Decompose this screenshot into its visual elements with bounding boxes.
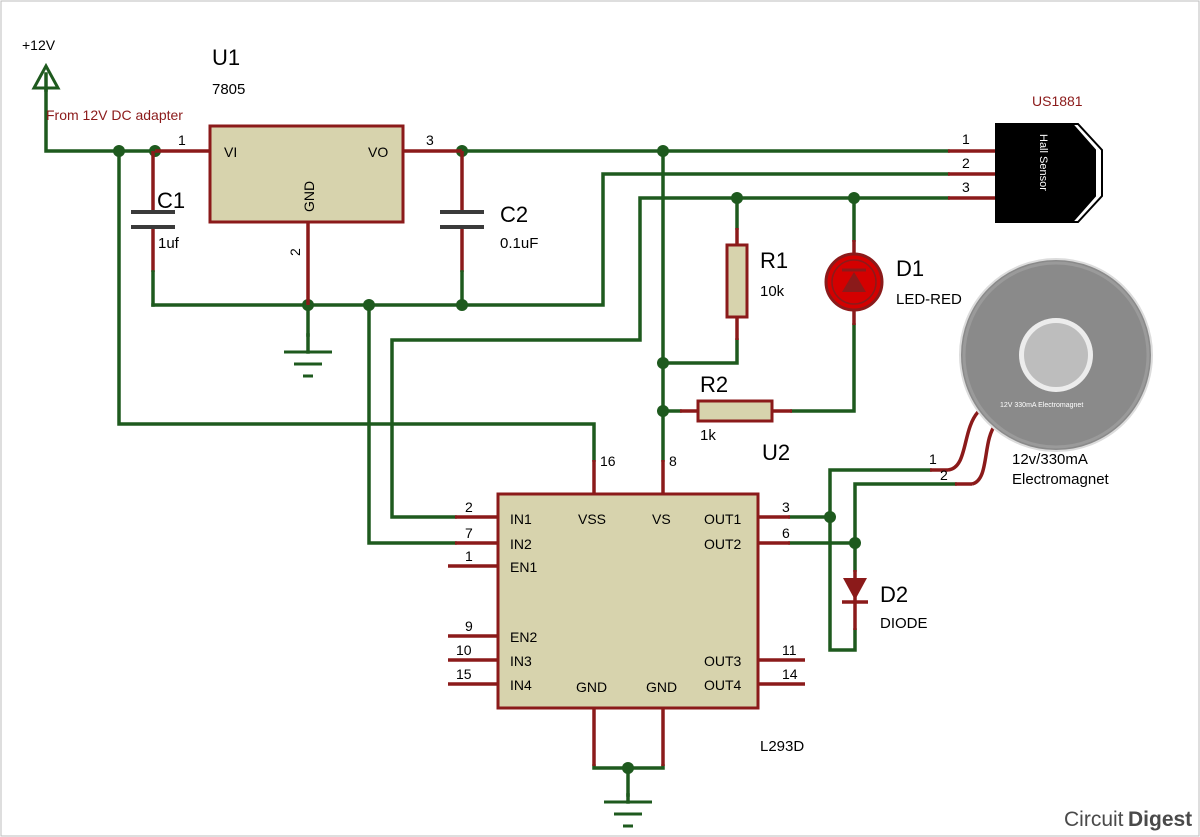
u2-pin11-num: 11 — [782, 642, 797, 658]
magnet-pin2: 2 — [940, 467, 948, 483]
u2-pin-out3: OUT3 — [704, 653, 742, 669]
circuitdigest-logo: Circuit Digest — [1064, 808, 1192, 831]
u2-pin3-num: 3 — [782, 499, 790, 515]
u1-ref: U1 — [212, 45, 240, 70]
u2-pin15-num: 15 — [456, 666, 472, 682]
sensor-pin3: 3 — [962, 179, 970, 195]
ground-icon — [284, 333, 332, 378]
c2-ref: C2 — [500, 202, 528, 227]
capacitor-c1: C1 1uf — [131, 151, 185, 307]
motor-driver-u2: U2 L293D VSS VS 16 8 IN1 IN2 EN1 EN2 IN3… — [448, 440, 805, 766]
sensor-ref: US1881 — [1032, 93, 1083, 109]
u1-pin-vo: VO — [368, 144, 388, 160]
d2-value: DIODE — [880, 615, 928, 632]
resistor-r1: R1 10k — [725, 228, 788, 340]
u1-pin2-num: 2 — [287, 248, 303, 256]
u2-pin8-num: 8 — [669, 453, 677, 469]
sensor-pin1: 1 — [962, 131, 970, 147]
u1-pin-gnd: GND — [301, 181, 317, 212]
electromagnet-inner-label: 12V 330mA Electromagnet — [1000, 402, 1083, 409]
brand-part2: Digest — [1128, 808, 1192, 831]
u2-pin-en1: EN1 — [510, 559, 537, 575]
u2-pin-en2: EN2 — [510, 629, 537, 645]
d1-value: LED-RED — [896, 291, 962, 308]
u2-pin9-num: 9 — [465, 618, 473, 634]
u1-pin-vi: VI — [224, 144, 237, 160]
d2-ref: D2 — [880, 582, 908, 607]
r2-ref: R2 — [700, 372, 728, 397]
u2-pin6-num: 6 — [782, 525, 790, 541]
u2-pin-in1: IN1 — [510, 511, 532, 527]
c1-value: 1uf — [158, 235, 180, 252]
r2-value: 1k — [700, 427, 716, 444]
u2-ref: U2 — [762, 440, 790, 465]
resistor-r2: R2 1k — [680, 372, 792, 444]
u2-pin-in3: IN3 — [510, 653, 532, 669]
u2-pin7-num: 7 — [465, 525, 473, 541]
magnet-caption-1: 12v/330mA — [1012, 451, 1088, 468]
junction-dots — [113, 145, 861, 774]
capacitor-c2: C2 0.1uF — [440, 151, 538, 307]
power-terminal: +12V From 12V DC adapter — [22, 37, 183, 123]
u2-pin2-num: 2 — [465, 499, 473, 515]
ground-icon — [604, 793, 652, 828]
u2-value: L293D — [760, 738, 804, 755]
led-d1: D1 LED-RED — [824, 240, 962, 325]
power-note: From 12V DC adapter — [46, 107, 183, 123]
magnet-caption-2: Electromagnet — [1012, 471, 1110, 488]
hall-sensor-us1881: Hall Sensor US1881 1 2 3 — [948, 93, 1103, 223]
u2-pin-out1: OUT1 — [704, 511, 742, 527]
brand-part1: Circuit — [1064, 808, 1124, 831]
diode-d2: D2 DIODE — [842, 570, 928, 632]
u2-pin-in2: IN2 — [510, 536, 532, 552]
power-label: +12V — [22, 37, 56, 53]
c1-ref: C1 — [157, 188, 185, 213]
u2-pin16-num: 16 — [600, 453, 616, 469]
r1-ref: R1 — [760, 248, 788, 273]
magnet-pin1: 1 — [929, 451, 937, 467]
u2-pin-out4: OUT4 — [704, 677, 742, 693]
sensor-pin2: 2 — [962, 155, 970, 171]
electromagnet: 12V 330mA Electromagnet 12v/330mA Electr… — [929, 258, 1153, 488]
u2-pin-in4: IN4 — [510, 677, 532, 693]
u2-pin-vs: VS — [652, 511, 671, 527]
u2-pin-vss: VSS — [578, 511, 606, 527]
c2-value: 0.1uF — [500, 235, 538, 252]
u2-pin1-num: 1 — [465, 548, 473, 564]
hall-sensor-body-label: Hall Sensor — [1037, 134, 1049, 191]
u2-pin-out2: OUT2 — [704, 536, 742, 552]
u2-pin10-num: 10 — [456, 642, 472, 658]
r1-value: 10k — [760, 283, 785, 300]
u2-pin-gnd-left: GND — [576, 679, 607, 695]
u1-value: 7805 — [212, 81, 245, 98]
u2-pin-gnd-right: GND — [646, 679, 677, 695]
u1-pin3-num: 3 — [426, 132, 434, 148]
regulator-u1: U1 7805 VI VO GND 1 3 2 — [155, 45, 462, 305]
u1-pin1-num: 1 — [178, 132, 186, 148]
u2-pin14-num: 14 — [782, 666, 798, 682]
d1-ref: D1 — [896, 256, 924, 281]
